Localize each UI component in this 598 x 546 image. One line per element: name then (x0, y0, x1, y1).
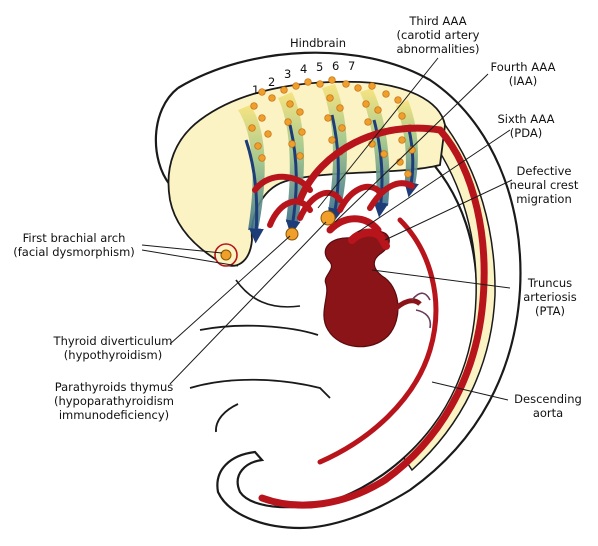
leader-lines (141, 57, 513, 401)
rhombomere-2: 2 (268, 75, 276, 89)
pharyngeal-lines (235, 279, 301, 308)
label-sixth-aaa: Sixth AAA (PDA) (497, 112, 555, 140)
parathyroid-thymus (320, 210, 336, 226)
sinus-venosus (390, 298, 422, 314)
label-descending-aorta: Descending aorta (514, 392, 582, 420)
tail-curve (215, 403, 239, 433)
ventral-vessel (317, 217, 439, 465)
rhombomere-6: 6 (332, 59, 340, 73)
truncus-vessel (348, 228, 390, 250)
label-thyroid-diverticulum: Thyroid diverticulum (hypothyroidism) (53, 334, 173, 362)
crest-stream-1 (238, 105, 265, 230)
rhombomere-1: 1 (252, 83, 260, 97)
ventral-wall (199, 324, 319, 336)
vein-branches (411, 292, 432, 329)
label-truncus-arteriosis: Truncus arteriosis (PTA) (523, 276, 577, 318)
descending-aorta-vessel (258, 126, 488, 509)
rhombomere-3: 3 (284, 67, 292, 81)
label-first-brachial-arch: First brachial arch (facial dysmorphism) (13, 231, 135, 259)
crest-stream-2 (278, 92, 305, 222)
label-defective-neural-crest: Defective neural crest migration (509, 164, 579, 206)
rhombomere-7: 7 (348, 59, 356, 73)
yolk-line (189, 378, 331, 399)
rhombomere-4: 4 (300, 62, 308, 76)
label-hindbrain: Hindbrain (290, 36, 346, 50)
label-parathyroids-thymus: Parathyroids thymus (hypoparathyroidism … (53, 380, 175, 422)
label-third-aaa: Third AAA (carotid artery abnormalities) (396, 14, 480, 56)
body-wall (154, 87, 179, 186)
aortic-arches (252, 124, 444, 234)
label-fourth-aaa: Fourth AAA (IAA) (490, 60, 556, 88)
rhombomere-5: 5 (316, 60, 324, 74)
first-arch-eye (214, 243, 238, 267)
